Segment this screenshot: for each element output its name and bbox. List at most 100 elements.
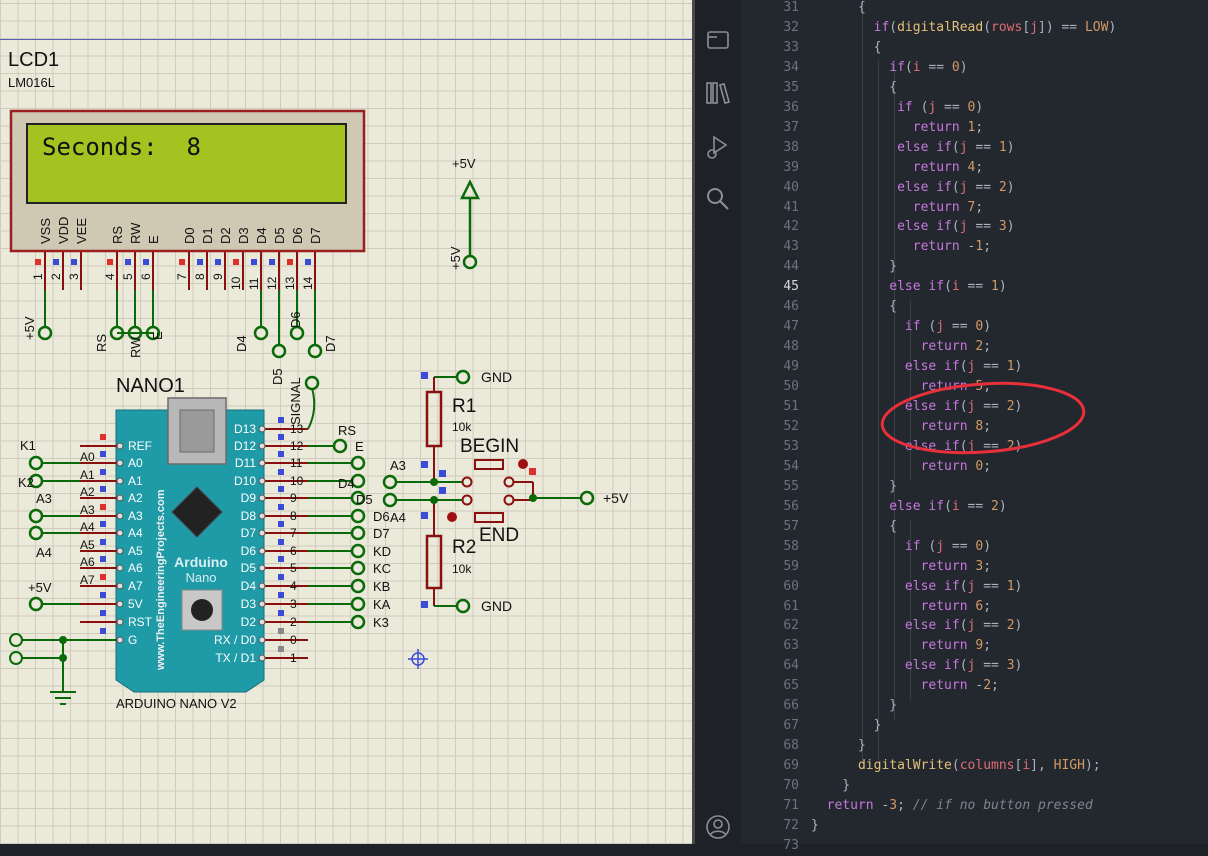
nano-left-net: A2 xyxy=(80,485,95,499)
resistor-r1[interactable]: GND R1 10k xyxy=(421,369,512,482)
line-number: 46 xyxy=(783,299,799,315)
nano-left-pin: A2 xyxy=(128,491,143,505)
nano-right-net: KA xyxy=(373,597,391,612)
indent-guide xyxy=(894,60,895,720)
button-wiring: +5V A3 A4 xyxy=(382,458,629,525)
power-terminal[interactable]: +5V +5V xyxy=(448,156,481,270)
code-line[interactable]: } xyxy=(811,817,819,833)
code-line[interactable]: { xyxy=(811,518,898,534)
code-line[interactable]: return 8; xyxy=(920,418,992,434)
code-line[interactable]: return -3; // if no button pressed xyxy=(826,798,1093,813)
lcd-net-label: D4 xyxy=(234,335,249,352)
code-line[interactable]: return 7; xyxy=(912,199,984,215)
line-number: 68 xyxy=(783,738,799,754)
code-line[interactable]: else if(i == 2) xyxy=(889,498,1007,514)
code-line[interactable]: else if(j == 2) xyxy=(904,618,1023,634)
code-line[interactable]: if(digitalRead(rows[j]) == LOW) xyxy=(873,19,1117,35)
pane-divider[interactable] xyxy=(692,0,695,844)
lcd-pin-name: VDD xyxy=(56,217,71,244)
activity-bar xyxy=(695,0,741,844)
code-line[interactable]: if (j == 0) xyxy=(904,538,992,554)
run-debug-icon[interactable] xyxy=(703,132,733,162)
nano-right-pin: D8 xyxy=(241,509,257,523)
code-line[interactable]: else if(j == 3) xyxy=(904,658,1023,674)
indent-guide xyxy=(910,520,911,700)
code-line[interactable]: } xyxy=(811,698,898,714)
reset-button[interactable] xyxy=(191,599,213,621)
nano-right-num: 3 xyxy=(290,597,297,611)
lcd-pin-number: 14 xyxy=(301,276,315,290)
code-line[interactable]: return -1; xyxy=(912,239,992,255)
code-line[interactable]: else if(j == 1) xyxy=(897,139,1015,155)
nano-net-d4: D4 xyxy=(338,476,355,491)
line-number: 40 xyxy=(783,179,799,195)
lcd-component[interactable]: LCD1 LM016L Seconds: 8 VSS1VDD2VEE3RS4RW… xyxy=(8,49,366,385)
code-line[interactable]: return 4; xyxy=(912,159,984,175)
code-line[interactable]: { xyxy=(811,39,882,55)
code-line[interactable]: return 0; xyxy=(920,458,992,474)
code-text[interactable]: { if(digitalRead(rows[j]) == LOW) { if(i… xyxy=(811,0,1208,844)
nano-right-num: 12 xyxy=(290,439,304,453)
nano-ext-label: A3 xyxy=(36,491,52,506)
code-line[interactable]: { xyxy=(811,79,898,95)
code-line[interactable]: return 2; xyxy=(920,339,992,355)
code-line[interactable]: return -2; xyxy=(920,678,999,694)
code-line[interactable]: return 3; xyxy=(920,558,992,574)
nano-ext-label: +5V xyxy=(28,580,52,595)
code-line[interactable]: if (j == 0) xyxy=(897,99,984,115)
nano-right-net: KD xyxy=(373,544,391,559)
nano-right-num: 0 xyxy=(290,633,297,647)
code-line[interactable]: else if(j == 2) xyxy=(904,399,1023,414)
code-line[interactable]: if (j == 0) xyxy=(904,319,992,335)
code-line[interactable]: return 1; xyxy=(912,119,984,135)
code-line[interactable]: } xyxy=(811,738,866,754)
code-line[interactable]: { xyxy=(811,299,898,315)
code-line[interactable]: } xyxy=(811,718,882,734)
line-number: 64 xyxy=(783,658,799,674)
arduino-nano[interactable]: NANO1 Arduino Nano www.TheEngineeringPro… xyxy=(18,375,391,711)
lcd-pin-name: D4 xyxy=(254,227,269,244)
code-line[interactable]: return 9; xyxy=(920,638,992,654)
lcd-pin-name: VEE xyxy=(74,218,89,244)
code-line[interactable]: else if(j == 1) xyxy=(904,578,1023,594)
code-line[interactable]: else if(j == 1) xyxy=(904,359,1023,375)
code-line[interactable]: { xyxy=(811,0,866,15)
line-number: 38 xyxy=(783,139,799,155)
resistor-r2[interactable]: GND R2 10k xyxy=(421,500,512,614)
library-icon[interactable] xyxy=(703,78,733,108)
code-line[interactable]: } xyxy=(811,259,898,275)
search-icon[interactable] xyxy=(703,184,733,214)
r1-gnd-label: GND xyxy=(481,369,512,385)
nano-right-pin: D6 xyxy=(241,544,257,558)
nano-net-rs: RS xyxy=(338,423,356,438)
nano-right-pin: D10 xyxy=(234,474,256,488)
code-line[interactable]: if(i == 0) xyxy=(889,59,968,75)
r1-value: 10k xyxy=(452,420,472,434)
nano-left-pin: 5V xyxy=(128,597,143,611)
code-line[interactable]: else if(j == 2) xyxy=(897,179,1015,195)
lcd-pin-name: D6 xyxy=(290,227,305,244)
nano-left-net: A3 xyxy=(80,503,95,517)
code-line[interactable]: else if(i == 1) xyxy=(889,279,1007,295)
nano-right-net: D7 xyxy=(373,526,390,541)
nano-right-net: KC xyxy=(373,561,391,576)
code-line[interactable]: else if(j == 3) xyxy=(897,219,1015,235)
account-icon[interactable] xyxy=(703,812,733,842)
lcd-net-label: RW xyxy=(128,336,143,358)
lcd-pin-number: 6 xyxy=(139,273,153,280)
pushbutton-end[interactable]: END xyxy=(447,494,533,547)
code-line[interactable]: digitalWrite(columns[i], HIGH); xyxy=(857,758,1101,774)
pushbutton-begin[interactable]: BEGIN xyxy=(434,436,533,488)
code-line[interactable]: return 6; xyxy=(920,598,992,614)
explorer-icon[interactable] xyxy=(703,25,733,55)
code-line[interactable]: } xyxy=(811,778,851,794)
lcd-pin-number: 9 xyxy=(211,273,225,280)
lcd-pin-name: D3 xyxy=(236,227,251,244)
lcd-pin-number: 2 xyxy=(49,273,63,280)
nano-right-pin: D11 xyxy=(235,456,256,470)
nano-left-net: A7 xyxy=(80,573,95,587)
line-number: 36 xyxy=(783,99,799,115)
code-line[interactable]: } xyxy=(811,478,898,494)
